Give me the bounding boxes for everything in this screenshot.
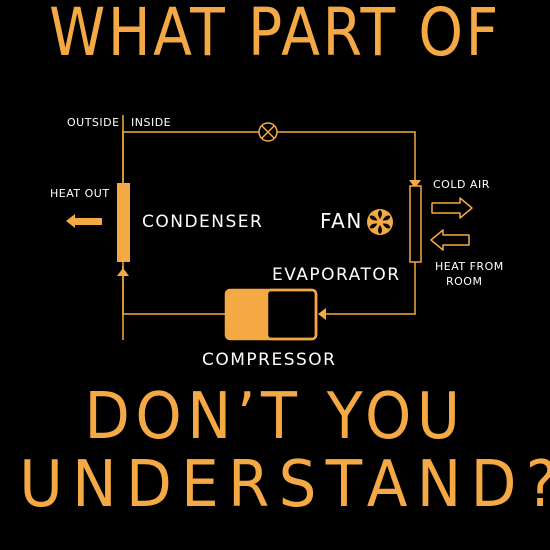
flow-arrow-up-condenser xyxy=(117,268,129,276)
inside-label: INSIDE xyxy=(131,116,172,129)
headline-top: WHAT PART OF xyxy=(49,0,501,71)
headline-bottom-line1: DON’T YOU xyxy=(84,380,466,454)
heat-from-room-label-line1: HEAT FROM xyxy=(435,260,504,273)
evaporator-coil xyxy=(409,185,422,263)
heat-from-room-arrow xyxy=(430,229,470,251)
heat-out-label: HEAT OUT xyxy=(50,187,110,200)
heat-out-arrow xyxy=(66,214,102,228)
cold-air-arrow xyxy=(431,197,473,219)
compressor-label: COMPRESSOR xyxy=(202,350,337,370)
outside-label: OUTSIDE xyxy=(67,116,120,129)
evaporator-label: EVAPORATOR xyxy=(272,265,401,285)
headline-bottom-line2: UNDERSTAND? xyxy=(19,448,550,522)
flow-arrow-left-compressor xyxy=(318,308,326,320)
flow-arrow-down-evaporator xyxy=(409,180,421,188)
condenser-label: CONDENSER xyxy=(142,212,264,232)
condenser-coil xyxy=(117,183,130,262)
pipe-right xyxy=(323,262,416,315)
fan-label: FAN xyxy=(320,209,363,233)
heat-from-room-label-line2: ROOM xyxy=(446,275,483,288)
expansion-valve-icon xyxy=(258,122,278,142)
cold-air-label: COLD AIR xyxy=(433,178,490,191)
compressor-icon xyxy=(224,288,318,341)
pipe-left xyxy=(122,266,226,315)
fan-icon xyxy=(367,209,393,235)
